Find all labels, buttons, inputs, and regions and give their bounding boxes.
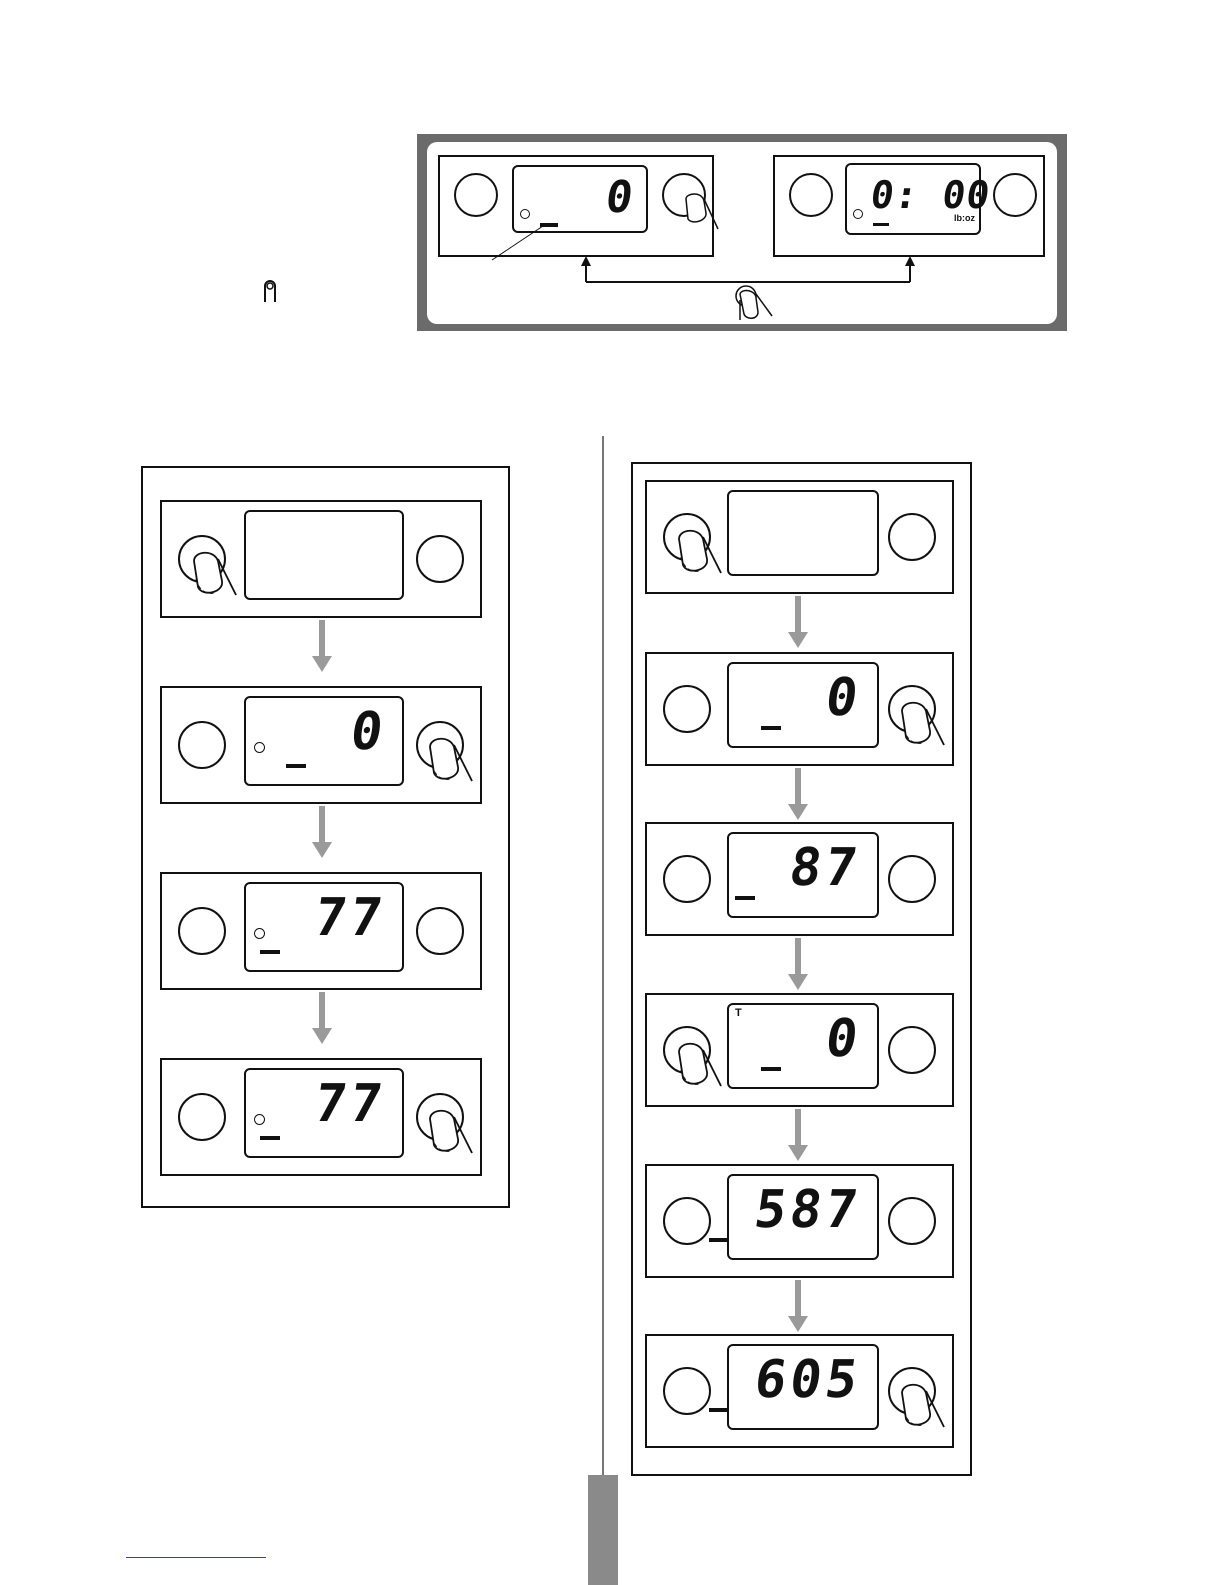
finger-press-icon bbox=[190, 549, 250, 609]
lcd-display: 77 bbox=[244, 882, 404, 972]
unit-button[interactable] bbox=[888, 513, 936, 561]
lcd-value: 0 bbox=[821, 1009, 865, 1069]
unit-button[interactable] bbox=[888, 1026, 936, 1074]
lcd-display: 0 bbox=[727, 662, 879, 748]
lcd-display: 87 bbox=[727, 832, 879, 918]
pointer-line bbox=[490, 222, 550, 262]
tare-button[interactable] bbox=[178, 1093, 226, 1141]
finger-press-icon bbox=[898, 699, 958, 759]
column-divider bbox=[602, 436, 604, 1476]
lcd-display: 587 bbox=[727, 1174, 879, 1260]
lcd-display: 0: 00 lb:oz bbox=[845, 163, 981, 235]
unit-button[interactable] bbox=[888, 855, 936, 903]
page-tab bbox=[588, 1475, 618, 1585]
finger-press-icon bbox=[675, 527, 735, 587]
lcd-value: 77 bbox=[311, 1074, 390, 1134]
unit-button[interactable] bbox=[993, 173, 1037, 217]
unit-label: lb:oz bbox=[954, 213, 975, 223]
finger-press-icon bbox=[426, 1107, 486, 1167]
scale-grams: 0 bbox=[438, 155, 714, 257]
tare-button[interactable] bbox=[178, 721, 226, 769]
link-underline bbox=[126, 1557, 266, 1558]
scale-step bbox=[645, 480, 954, 594]
scale-step: 605 bbox=[645, 1334, 954, 1448]
arrow-down-icon bbox=[787, 768, 809, 822]
scale-step bbox=[160, 500, 482, 618]
lcd-display bbox=[244, 510, 404, 600]
scale-step: 87 bbox=[645, 822, 954, 936]
scale-step: 0 bbox=[645, 652, 954, 766]
arrow-down-icon bbox=[787, 596, 809, 650]
lcd-value: 0 bbox=[346, 702, 390, 762]
lcd-display: 605 bbox=[727, 1344, 879, 1430]
lcd-value: 587 bbox=[751, 1180, 865, 1240]
tare-button[interactable] bbox=[178, 907, 226, 955]
lcd-value: 0 bbox=[602, 173, 640, 223]
finger-press-icon bbox=[426, 735, 486, 795]
power-button-icon bbox=[258, 276, 282, 306]
arrow-down-icon bbox=[311, 620, 333, 674]
finger-press-icon bbox=[680, 191, 722, 237]
tare-button[interactable] bbox=[663, 685, 711, 733]
lcd-value: 605 bbox=[751, 1350, 865, 1410]
finger-press-icon bbox=[675, 1040, 735, 1100]
scale-step: 77 bbox=[160, 872, 482, 990]
finger-press-icon bbox=[736, 286, 772, 320]
scale-step: 0 bbox=[160, 686, 482, 804]
lcd-value: 0 bbox=[821, 668, 865, 728]
scale-lboz: 0: 00 lb:oz bbox=[773, 155, 1045, 257]
unit-button[interactable] bbox=[888, 1197, 936, 1245]
arrow-down-icon bbox=[787, 1280, 809, 1334]
arrow-down-icon bbox=[311, 992, 333, 1046]
tare-button[interactable] bbox=[454, 173, 498, 217]
scale-step: 587 bbox=[645, 1164, 954, 1278]
lcd-display bbox=[727, 490, 879, 576]
unit-button[interactable] bbox=[416, 907, 464, 955]
finger-press-icon bbox=[898, 1381, 958, 1441]
tare-button[interactable] bbox=[789, 173, 833, 217]
arrow-down-icon bbox=[787, 938, 809, 992]
unit-button[interactable] bbox=[416, 535, 464, 583]
tare-button[interactable] bbox=[663, 855, 711, 903]
lcd-display: 0 bbox=[244, 696, 404, 786]
arrow-down-icon bbox=[311, 806, 333, 860]
lcd-value: 77 bbox=[311, 888, 390, 948]
lcd-value: 0: 00 bbox=[868, 171, 994, 219]
lcd-value: 87 bbox=[786, 838, 865, 898]
tare-button[interactable] bbox=[663, 1367, 711, 1415]
tare-mark: T bbox=[735, 1007, 742, 1019]
scale-step: 77 bbox=[160, 1058, 482, 1176]
toggle-arrows bbox=[560, 254, 940, 330]
arrow-down-icon bbox=[787, 1109, 809, 1163]
lcd-display: 77 bbox=[244, 1068, 404, 1158]
tare-button[interactable] bbox=[663, 1197, 711, 1245]
